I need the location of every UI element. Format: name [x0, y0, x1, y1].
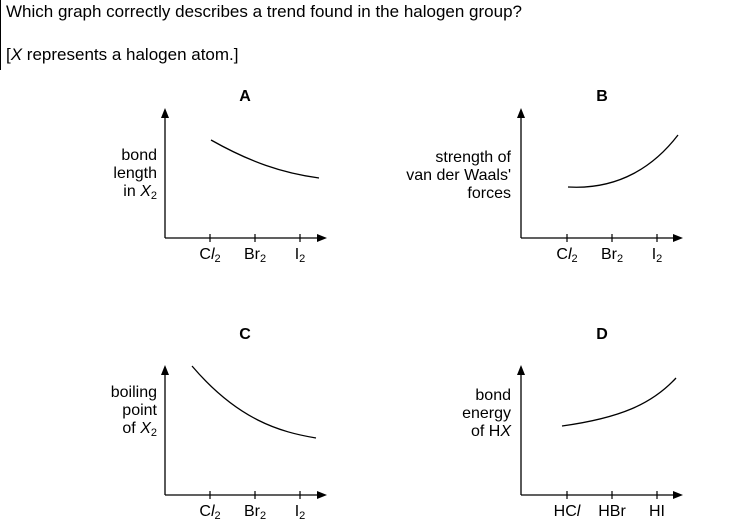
- graph-c-tick-label-3: I2: [294, 503, 306, 522]
- graph-b-tick-label-2: Br2: [600, 246, 624, 265]
- tick-subscript: 2: [616, 253, 624, 265]
- tick-base: Br: [600, 246, 617, 263]
- graph-c-y-label-subscript: 2: [150, 427, 157, 439]
- graph-c-trend-curve: [191, 365, 317, 439]
- graph-d-title: D: [596, 326, 608, 343]
- tick-italic: l: [567, 246, 572, 263]
- graph-d-tick-label-3: HI: [649, 503, 665, 521]
- graph-d-tick-label-1: HCl: [554, 503, 581, 521]
- graph-c-y-label-variable: X: [140, 420, 151, 437]
- tick-base: Br: [243, 246, 260, 263]
- tick-subscript: 2: [214, 253, 221, 265]
- graph-b-tick-label-1: Cl2: [556, 246, 578, 265]
- graph-d-y-arrow: [517, 365, 525, 375]
- tick-subscript: 2: [299, 253, 306, 265]
- graph-b-tick-label-3: I2: [651, 246, 663, 265]
- tick-base: HC: [553, 503, 577, 520]
- graph-b-trend-curve: [567, 134, 679, 188]
- graph-a-tick-label-1: Cl2: [199, 246, 221, 265]
- graph-d-y-label-prefix: of H: [470, 423, 501, 440]
- tick-base: C: [556, 246, 568, 263]
- note-rest: represents a halogen atom.]: [22, 45, 239, 64]
- graph-a-tick-label-3: I2: [294, 246, 306, 265]
- tick-base: I: [651, 246, 657, 263]
- tick-subscript: 2: [571, 253, 578, 265]
- graph-c-x-arrow: [317, 491, 327, 499]
- tick-subscript: 2: [259, 253, 267, 265]
- tick-base: HI: [649, 503, 665, 520]
- graph-a-y-label-line-1: bond: [121, 147, 157, 164]
- graph-a-y-label-line-2: length: [113, 165, 157, 182]
- graph-c-y-label-line-2: point: [122, 402, 157, 419]
- graph-d-y-label-variable: X: [500, 423, 511, 440]
- tick-base: C: [199, 246, 211, 263]
- tick-base: HBr: [598, 503, 626, 520]
- graph-a-y-label-variable: X: [140, 183, 151, 200]
- graph-b-y-label-line-3: forces: [467, 185, 511, 202]
- question-note: [X represents a halogen atom.]: [6, 44, 239, 66]
- graph-d-tick-label-2: HBr: [598, 503, 626, 521]
- graph-a-title: A: [239, 88, 251, 105]
- tick-base: C: [199, 503, 211, 520]
- graph-a-y-label-prefix: in: [123, 183, 141, 200]
- graph-c-y-label-prefix: of: [122, 420, 141, 437]
- graph-b-y-label-line-2: van der Waals': [406, 167, 511, 184]
- graph-a-x-arrow: [317, 234, 327, 242]
- graph-d-x-arrow: [673, 491, 683, 499]
- note-open: [: [6, 45, 11, 64]
- tick-base: Br: [243, 503, 260, 520]
- note-variable: X: [10, 45, 23, 64]
- graph-c-tick-label-2: Br2: [243, 503, 267, 522]
- tick-base: I: [294, 503, 300, 520]
- graph-a-trend-curve: [210, 139, 320, 179]
- graph-b-y-label-line-1: strength of: [435, 149, 511, 166]
- graph-a-y-label-subscript: 2: [150, 190, 157, 202]
- graph-d-y-label-line-2: energy: [462, 405, 511, 422]
- tick-subscript: 2: [299, 510, 306, 522]
- tick-subscript: 2: [259, 510, 267, 522]
- tick-subscript: 2: [656, 253, 663, 265]
- graph-c-y-label-line-1: boiling: [110, 384, 157, 401]
- question-text: Which graph correctly describes a trend …: [6, 2, 522, 21]
- tick-subscript: 2: [214, 510, 221, 522]
- tick-italic: l: [576, 503, 581, 520]
- graph-b-y-arrow: [517, 108, 525, 118]
- graph-c-y-arrow: [161, 365, 169, 375]
- graph-a-y-arrow: [161, 108, 169, 118]
- graph-d-y-label-line-1: bond: [475, 387, 511, 404]
- tick-italic: l: [210, 246, 215, 263]
- graph-a-tick-label-2: Br2: [243, 246, 267, 265]
- graph-b-x-arrow: [673, 234, 683, 242]
- tick-base: I: [294, 246, 300, 263]
- margin-bar: [0, 0, 1, 70]
- graph-d-trend-curve: [561, 377, 677, 427]
- tick-italic: l: [210, 503, 215, 520]
- graph-c-tick-label-1: Cl2: [199, 503, 221, 522]
- graph-c-title: C: [239, 326, 251, 343]
- graph-b-title: B: [596, 88, 608, 105]
